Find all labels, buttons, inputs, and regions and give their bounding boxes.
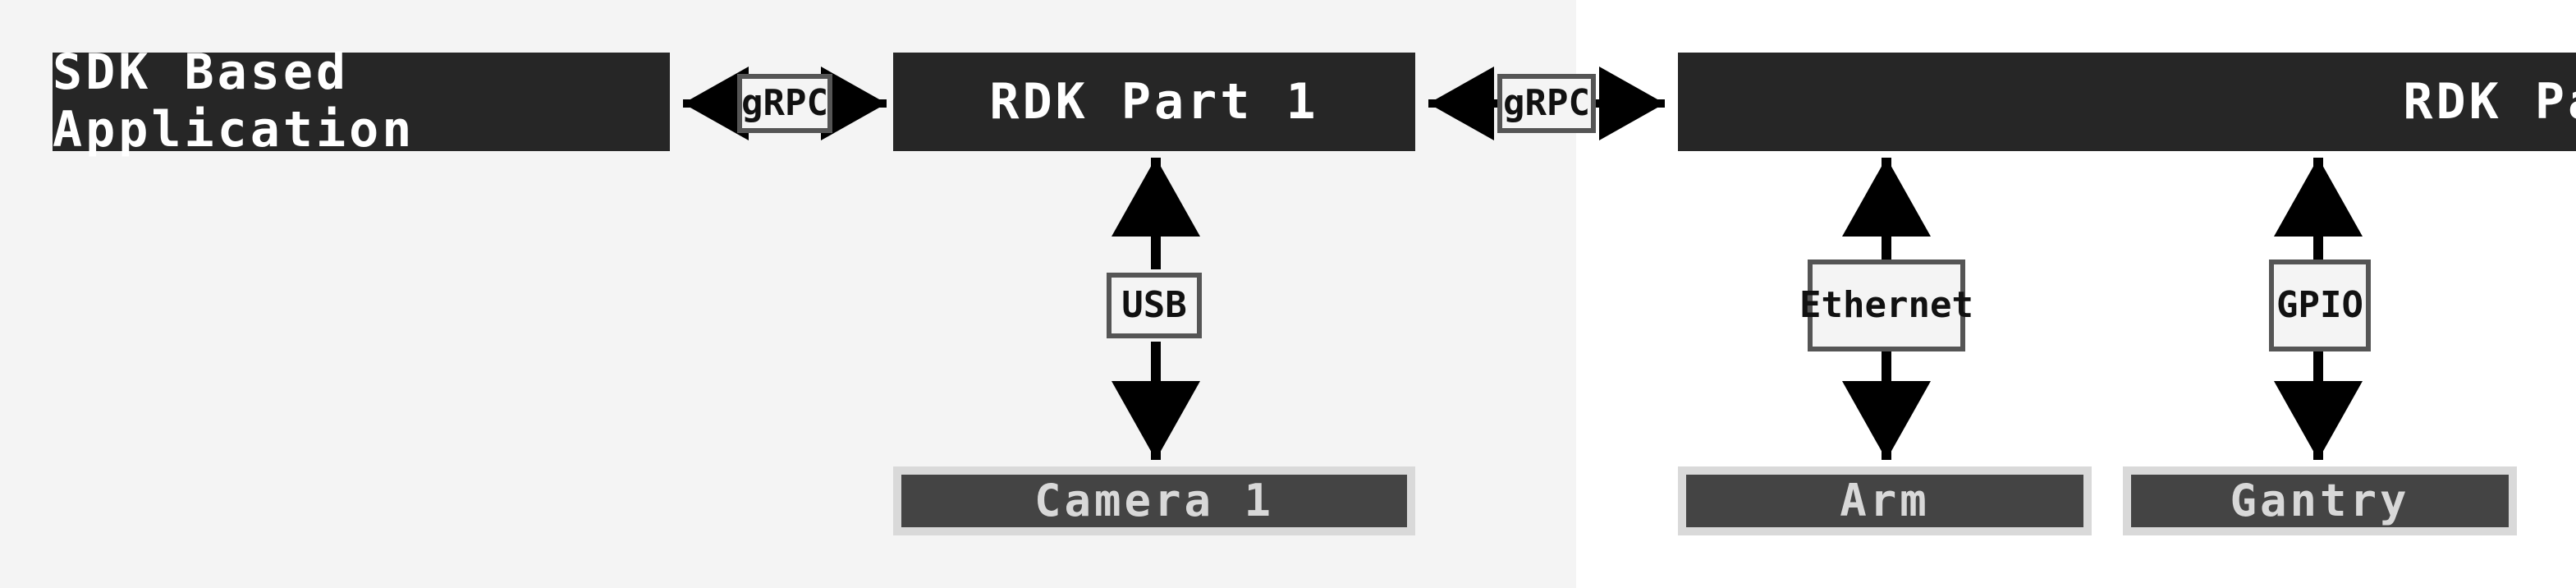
- node-sdk-based-application[interactable]: SDK Based Application: [53, 44, 670, 159]
- edge-arrow-rdk2-to-gantry: [2274, 158, 2363, 460]
- node-label: Arm: [1840, 475, 1930, 526]
- node-rdk-part-2[interactable]: RDK Part 2: [1678, 53, 2576, 151]
- node-label: RDK Part 2: [2403, 73, 2576, 131]
- edge-label-text: gRPC: [1503, 83, 1590, 124]
- node-gantry[interactable]: Gantry: [2123, 466, 2517, 535]
- node-gantry-body: Gantry: [2131, 475, 2509, 527]
- node-arm-body: Arm: [1686, 475, 2083, 527]
- edge-arrow-rdk1-to-camera: [1112, 158, 1200, 460]
- edge-label-text: Ethernet: [1799, 285, 1973, 326]
- edge-label-ethernet[interactable]: Ethernet: [1799, 260, 1973, 351]
- node-rdk-part-1[interactable]: RDK Part 1: [893, 53, 1415, 151]
- node-label: RDK Part 1: [989, 73, 1319, 131]
- node-label: Camera 1: [1034, 475, 1275, 526]
- node-camera-1[interactable]: Camera 1: [893, 466, 1415, 535]
- edge-label-text: USB: [1121, 285, 1187, 326]
- node-label: SDK Based Application: [53, 44, 415, 159]
- edge-label-grpc-rdk1-rdk2[interactable]: gRPC: [1497, 74, 1596, 133]
- edge-label-text: gRPC: [741, 83, 828, 124]
- edge-arrow-rdk2-to-arm: [1842, 158, 1931, 460]
- edge-arrow-rdk1-to-rdk2: [1428, 67, 1665, 140]
- edge-label-usb[interactable]: USB: [1107, 273, 1202, 338]
- node-arm[interactable]: Arm: [1678, 466, 2092, 535]
- edge-label-text: GPIO: [2276, 285, 2363, 326]
- edge-label-gpio[interactable]: GPIO: [2269, 260, 2371, 351]
- node-camera-1-body: Camera 1: [901, 475, 1407, 527]
- node-label: Gantry: [2230, 475, 2410, 526]
- edge-label-grpc-sdk-rdk1[interactable]: gRPC: [737, 74, 832, 133]
